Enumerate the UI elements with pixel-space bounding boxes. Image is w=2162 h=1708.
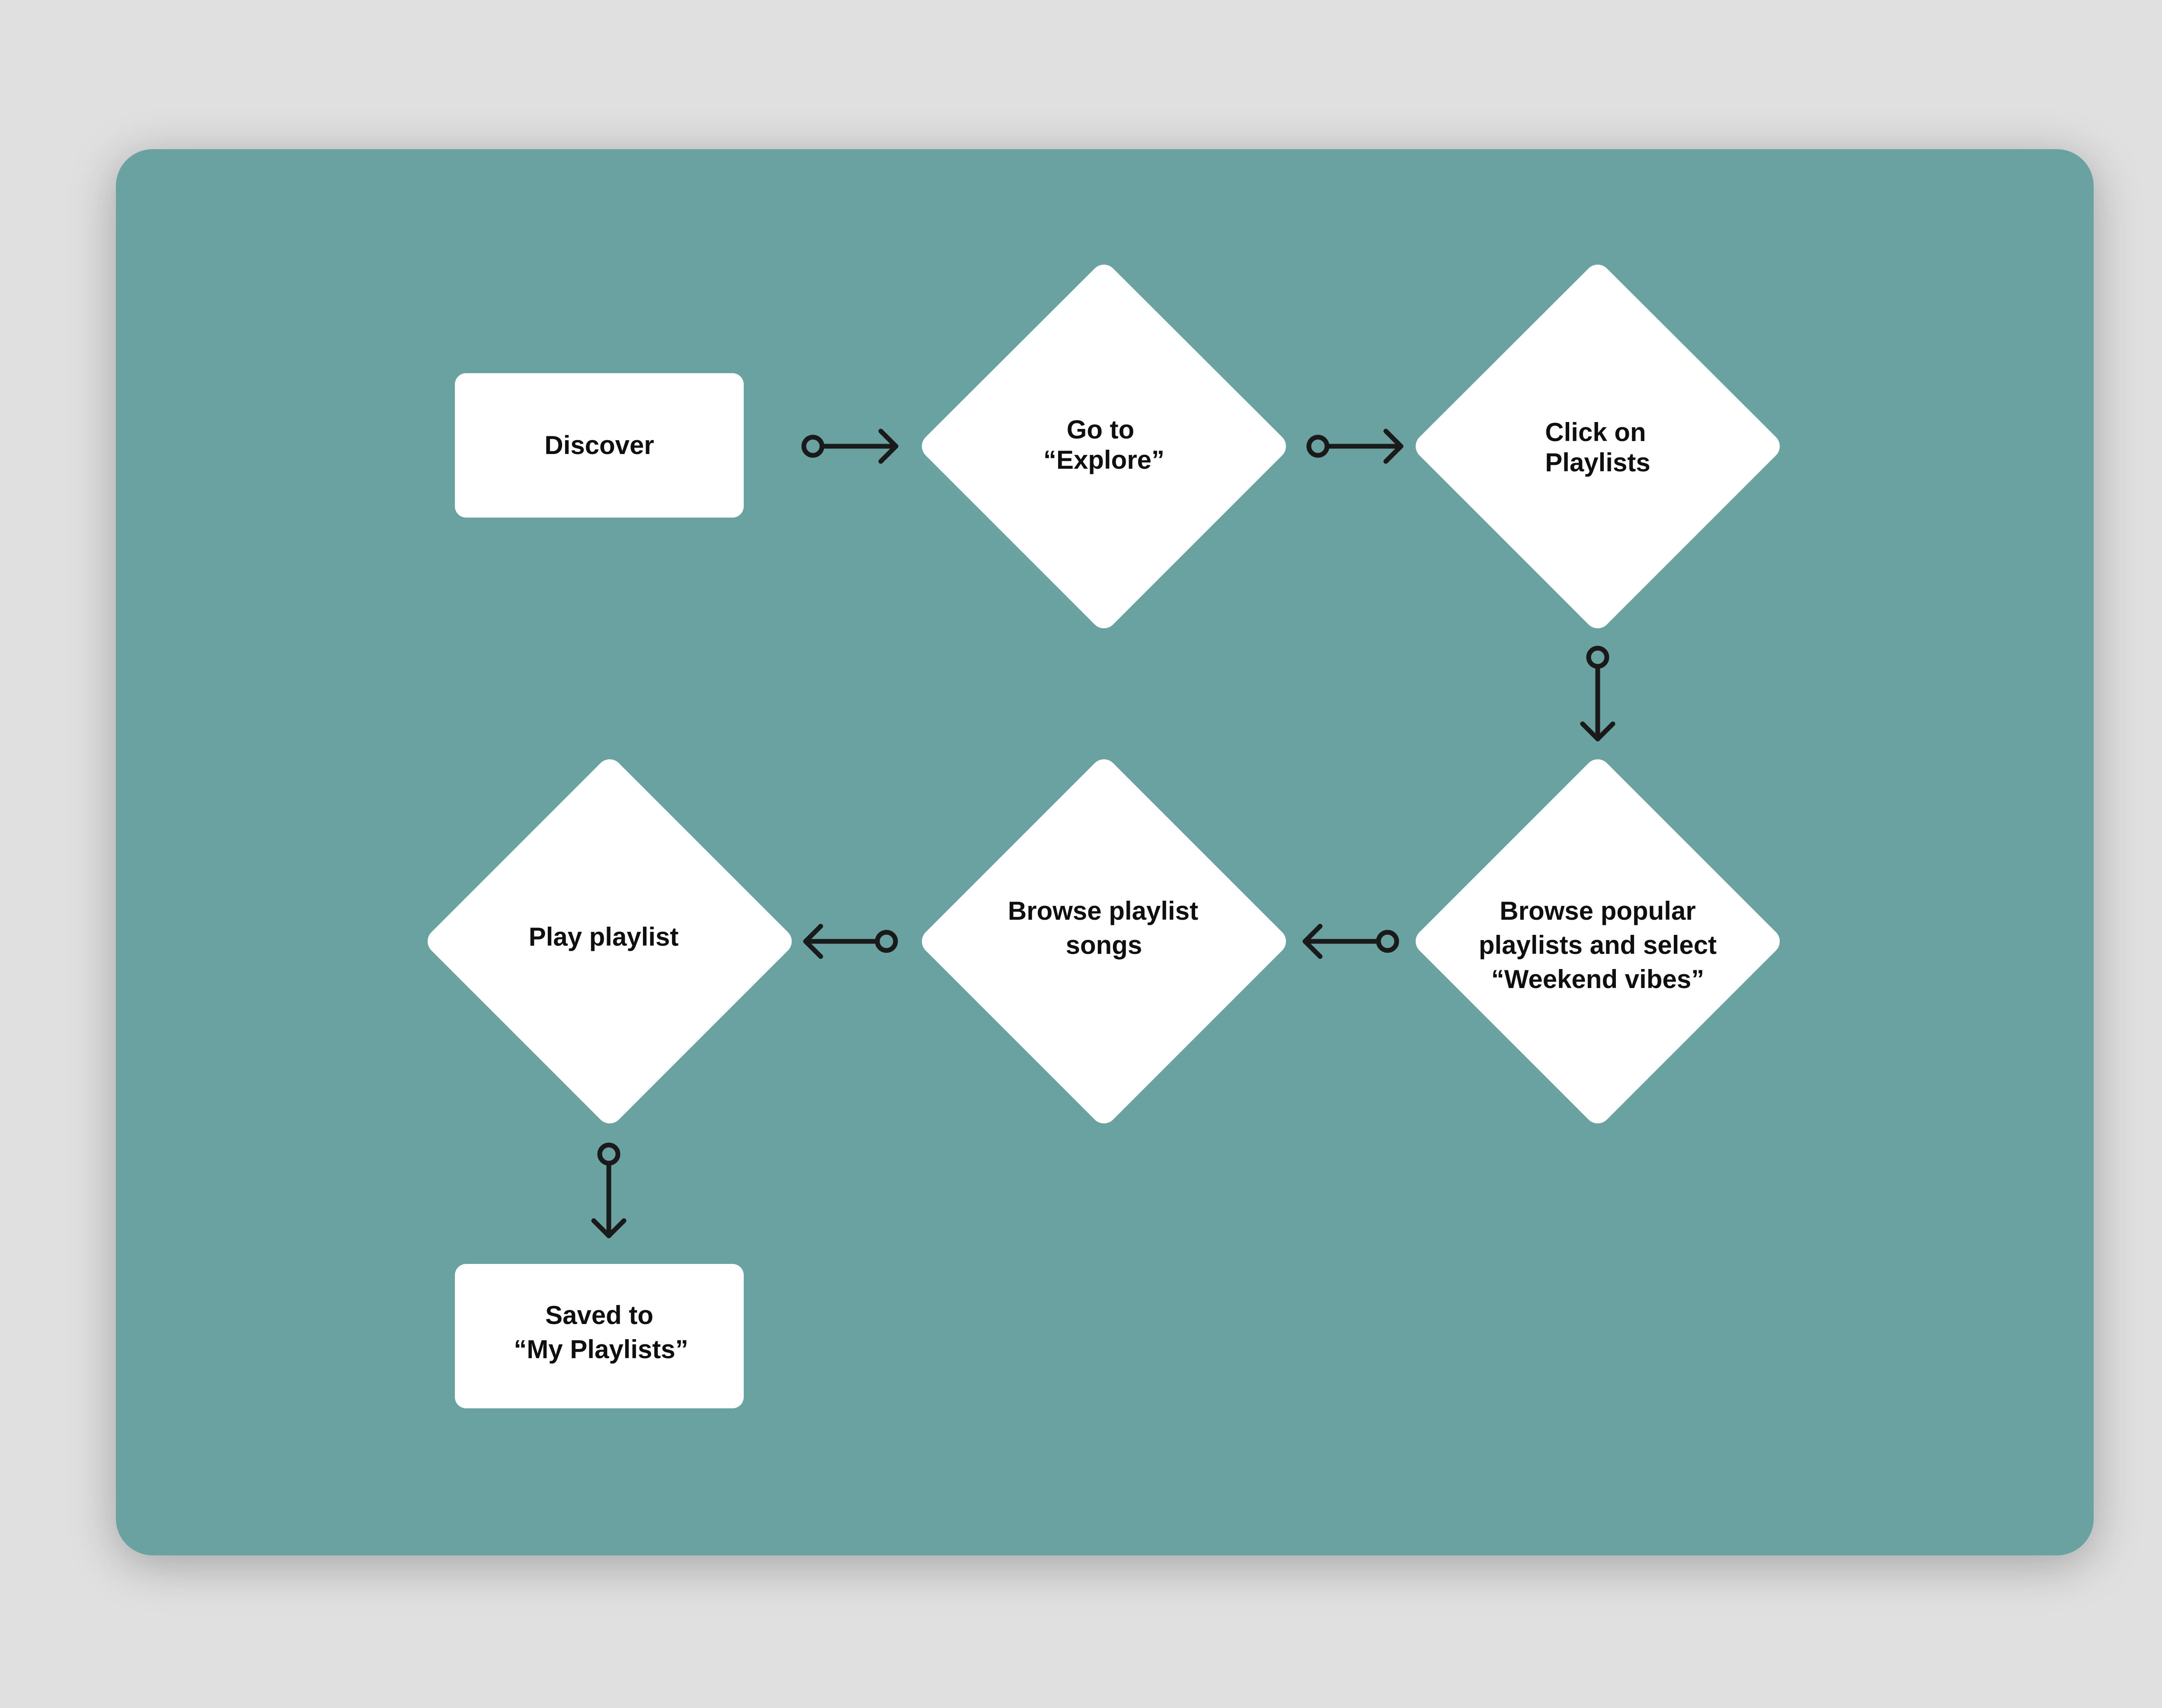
node-saved-line-2: “My Playlists” xyxy=(514,1335,688,1364)
node-discover[interactable]: Discover xyxy=(455,373,744,518)
node-explore-line-1: Go to xyxy=(1067,415,1135,444)
connector-play-to-saved xyxy=(591,1142,627,1238)
node-explore[interactable]: Go to “Explore” xyxy=(922,265,1286,628)
node-saved-line-1: Saved to xyxy=(545,1301,653,1330)
node-browse-songs[interactable]: Browse playlist songs xyxy=(922,759,1286,1123)
node-saved[interactable]: Saved to “My Playlists” xyxy=(455,1264,744,1408)
node-browse-popular-line-1: Browse popular xyxy=(1500,896,1695,925)
connector-playlists-to-browse-popular xyxy=(1580,646,1615,742)
node-playlists[interactable]: Click on Playlists xyxy=(1416,265,1780,628)
connector-explore-to-playlists xyxy=(1306,429,1404,464)
node-browse-popular-line-3: “Weekend vibes” xyxy=(1491,965,1704,994)
connector-browse-songs-to-play xyxy=(803,924,898,959)
connector-browse-popular-to-browse-songs xyxy=(1302,924,1399,959)
node-playlists-line-2: Playlists xyxy=(1545,448,1650,477)
node-browse-popular[interactable]: Browse popular playlists and select “Wee… xyxy=(1416,759,1780,1123)
connector-discover-to-explore xyxy=(801,429,899,464)
node-discover-label: Discover xyxy=(544,431,654,460)
node-browse-popular-line-2: playlists and select xyxy=(1479,931,1717,960)
node-browse-songs-line-2: songs xyxy=(1066,931,1142,960)
node-play-label: Play playlist xyxy=(529,922,679,951)
node-browse-songs-line-1: Browse playlist xyxy=(1008,896,1198,925)
node-explore-line-2: “Explore” xyxy=(1043,445,1164,474)
node-playlists-line-1: Click on xyxy=(1545,418,1646,447)
node-play[interactable]: Play playlist xyxy=(428,759,792,1123)
